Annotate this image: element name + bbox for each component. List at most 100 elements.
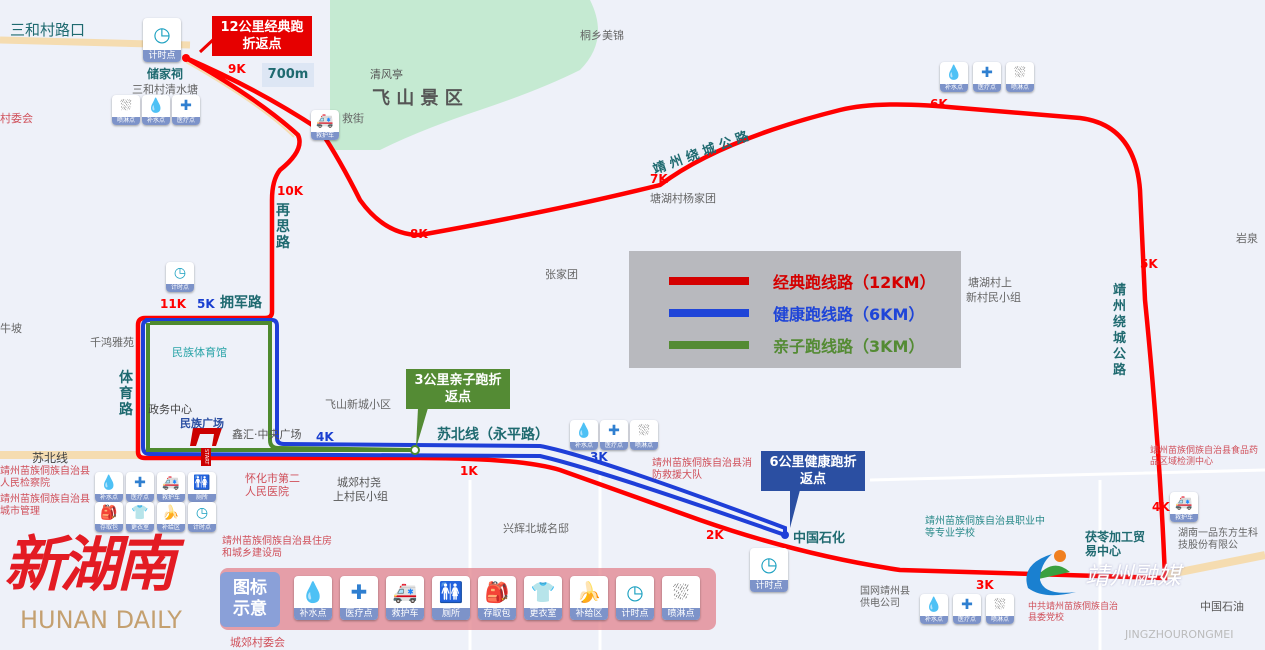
marker-label: 救护车 xyxy=(157,494,185,502)
timing-icon: ◷ xyxy=(153,22,171,46)
label-urban: 靖州苗族侗族自治县城市管理 xyxy=(0,494,90,517)
marker-label: 医疗点 xyxy=(953,616,981,624)
road-yongjun: 拥军路 xyxy=(220,295,262,311)
marker-label: 计时点 xyxy=(750,580,788,592)
shower-icon: ⛆ xyxy=(673,580,689,604)
medical-icon: ✚ xyxy=(961,597,973,613)
marker-supply: 🍌补给区 xyxy=(570,576,608,620)
legend-item-kids: 亲子跑线路（3KM） xyxy=(669,333,924,357)
km-marker-2: 2K xyxy=(706,528,724,542)
label-tanghu-up: 塘湖村上 xyxy=(968,276,1012,289)
marker-label: 喷淋点 xyxy=(1006,84,1034,92)
marker-water: 💧补水点 xyxy=(920,594,948,624)
marker-label: 医疗点 xyxy=(973,84,1001,92)
marker-medical: ✚ 医疗点 xyxy=(973,62,1001,92)
shower-icon: ⛆ xyxy=(994,597,1006,613)
label-yanquan: 岩泉 xyxy=(1236,232,1258,245)
label-chujiaci: 储家祠 xyxy=(147,67,184,81)
medical-icon: ✚ xyxy=(981,65,993,81)
km-marker-9: 9K xyxy=(228,62,246,76)
marker-medical: ✚ 医疗点 xyxy=(953,594,981,624)
classic-turnaround-dot xyxy=(182,54,190,62)
medical-icon: ✚ xyxy=(134,475,146,491)
marker-label: 喷淋点 xyxy=(986,616,1014,624)
marker-timing: ◷ 计时点 xyxy=(616,576,654,620)
marker-label: 计时点 xyxy=(188,524,216,532)
water-icon: 💧 xyxy=(945,65,963,81)
marker-label: 厕所 xyxy=(188,494,216,502)
marker-timing: ◷计时点 xyxy=(750,548,788,592)
label-sanhe-crossing: 三和村路口 xyxy=(10,21,86,39)
marker-ambulance: 🚑救护车 xyxy=(1170,492,1198,522)
water-icon: 💧 xyxy=(300,580,326,604)
label-fuling: 茯苓加工贸易中心 xyxy=(1085,530,1146,558)
label-feishan-new: 飞山新城小区 xyxy=(325,398,391,411)
road-subei: 苏北线 xyxy=(32,451,69,465)
kids-route xyxy=(146,321,416,452)
marker-label: 厕所 xyxy=(432,608,470,620)
marker-timing: ◷计时点 xyxy=(188,502,216,532)
marker-toilet: 🚻 厕所 xyxy=(188,472,216,502)
marker-label: 计时点 xyxy=(616,608,654,620)
kids-turnaround-dot xyxy=(410,445,420,455)
marker-label: 补水点 xyxy=(920,616,948,624)
label-niupo: 牛坡 xyxy=(0,322,22,335)
scale-distance: 700m xyxy=(262,63,314,87)
marker-label: 医疗点 xyxy=(126,494,154,502)
marker-label: 救护车 xyxy=(311,132,339,140)
classic-route-inner xyxy=(185,61,295,138)
label-party-school: 中共靖州苗族侗族自治县委党校 xyxy=(1028,602,1119,623)
marker-label: 医疗点 xyxy=(340,608,378,620)
marker-label: 喷淋点 xyxy=(630,442,658,450)
shower-icon: ⛆ xyxy=(638,423,650,439)
toilet-icon: 🚻 xyxy=(438,580,464,604)
label-feishan: 飞 山 景 区 xyxy=(372,88,463,109)
toilet-icon: 🚻 xyxy=(193,475,211,491)
marker-label: 救护车 xyxy=(386,608,424,620)
marker-label: 医疗点 xyxy=(600,442,628,450)
medical-icon: ✚ xyxy=(608,423,620,439)
icon-legend-title: 图标示意 xyxy=(220,572,280,627)
marker-shower: ⛆喷淋点 xyxy=(1006,62,1034,92)
ambulance-icon: 🚑 xyxy=(392,580,418,604)
km-marker-1: 1K xyxy=(460,464,478,478)
marker-water: 💧 补水点 xyxy=(142,95,170,125)
marker-water: 💧补水点 xyxy=(95,472,123,502)
label-qingfeng: 清风亭 xyxy=(370,68,403,81)
marker-toilet: 🚻 厕所 xyxy=(432,576,470,620)
marker-label: 存取包 xyxy=(95,524,123,532)
water-icon: 💧 xyxy=(575,423,593,439)
bag-icon: 🎒 xyxy=(484,580,510,604)
medical-icon: ✚ xyxy=(180,98,192,114)
km-marker-4: 4K xyxy=(1152,500,1170,514)
label-chengjiao2: 上村民小组 xyxy=(333,490,388,503)
legend-label: 经典跑线路（12KM） xyxy=(773,273,936,292)
supply-icon: 🍌 xyxy=(576,580,602,604)
marker-label: 补水点 xyxy=(142,117,170,125)
water-icon: 💧 xyxy=(147,98,165,114)
changing-icon: 👕 xyxy=(530,580,556,604)
timing-icon: ◷ xyxy=(626,580,644,604)
hunan-daily-logo: 新湖南 xyxy=(4,530,176,600)
legend-item-classic: 经典跑线路（12KM） xyxy=(669,269,936,293)
marker-label: 补水点 xyxy=(95,494,123,502)
label-vocational: 靖州苗族侗族自治县职业中等专业学校 xyxy=(925,516,1045,539)
legend-label: 亲子跑线路（3KM） xyxy=(773,337,925,356)
legend-line-classic xyxy=(669,277,749,285)
label-jiu: 救街 xyxy=(342,112,364,125)
label-procuratorate: 靖州苗族侗族自治县人民检察院 xyxy=(0,466,90,489)
kids-turnaround-callout: 3公里亲子跑折返点 xyxy=(406,369,510,409)
ambulance-icon: 🚑 xyxy=(162,475,180,491)
jingzhou-media-text: 靖州融媒 xyxy=(1085,562,1181,590)
ambulance-icon: 🚑 xyxy=(1175,495,1193,511)
km-marker-6: 6K xyxy=(930,97,948,111)
label-zhangjiatuan: 张家团 xyxy=(545,268,578,281)
label-yipin: 湖南一品东方生科技股份有限公 xyxy=(1178,528,1258,551)
bag-icon: 🎒 xyxy=(100,505,118,521)
marker-water: 💧补水点 xyxy=(940,62,968,92)
legend-line-health xyxy=(669,309,749,317)
supply-icon: 🍌 xyxy=(162,505,180,521)
marker-water: 💧 补水点 xyxy=(570,420,598,450)
marker-label: 补水点 xyxy=(570,442,598,450)
minzu-square-gate-icon xyxy=(190,428,222,446)
